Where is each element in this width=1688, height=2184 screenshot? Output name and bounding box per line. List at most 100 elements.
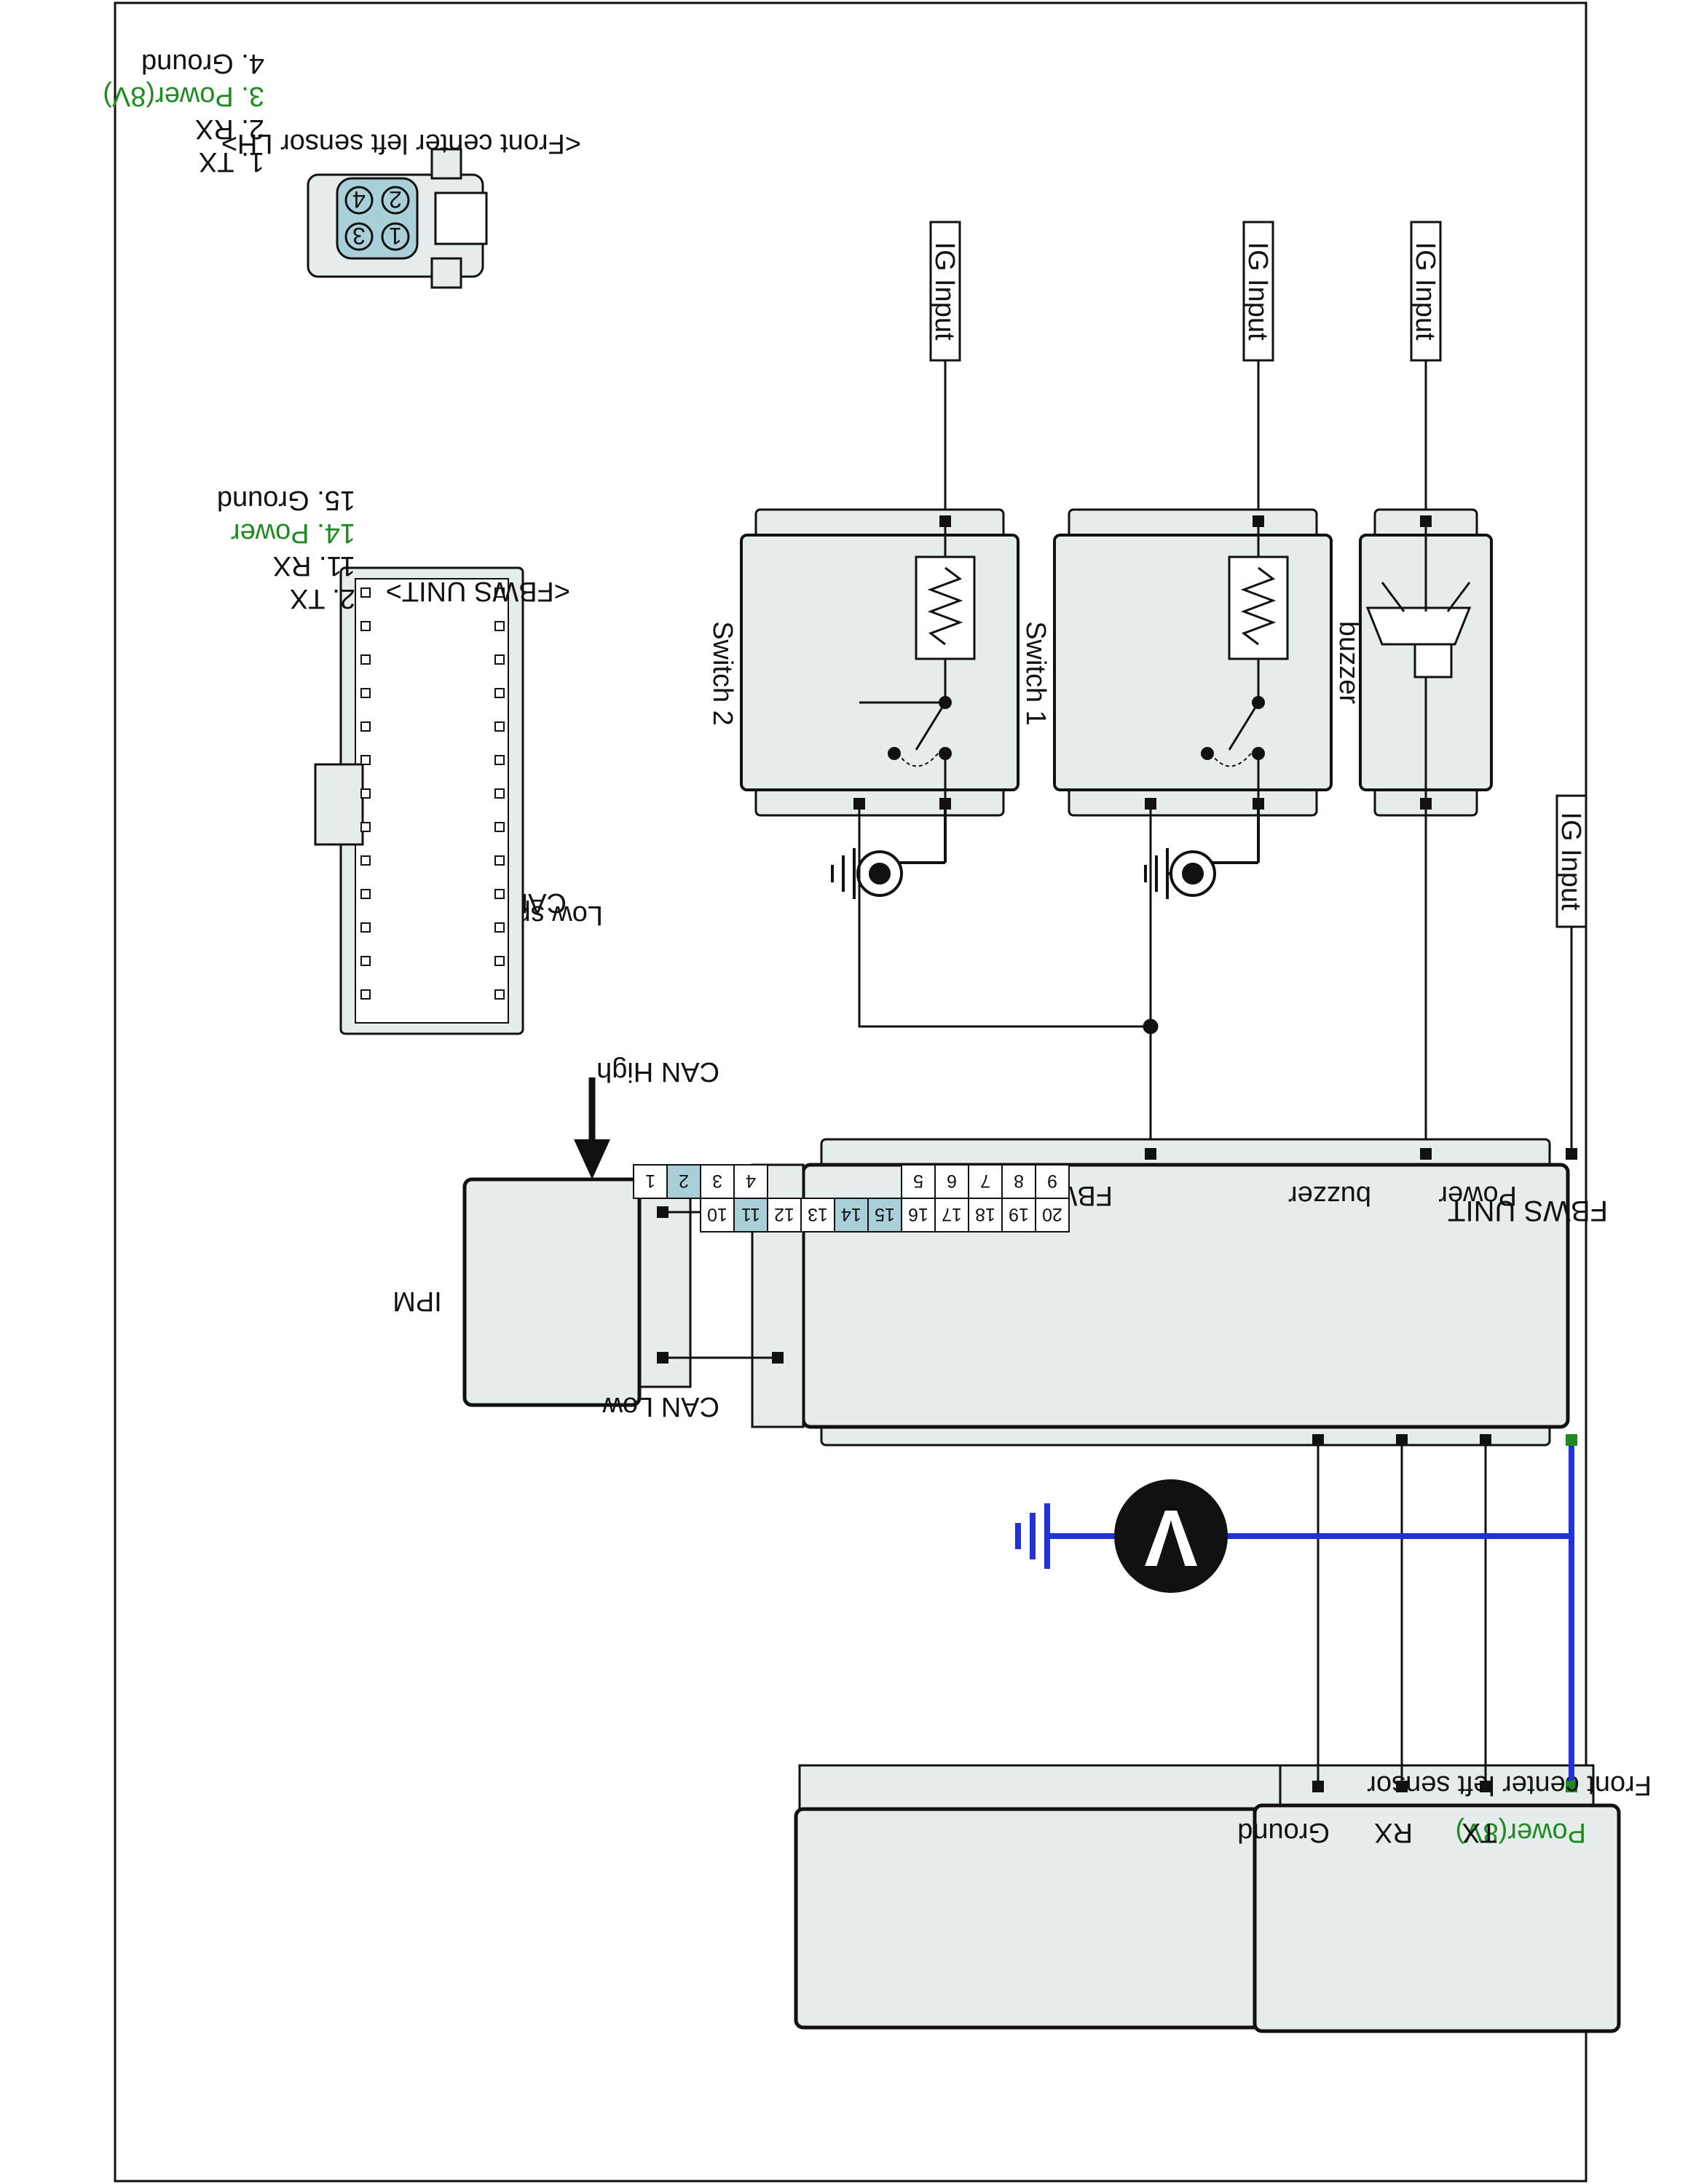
sensor-pin-ground: Ground (1237, 1817, 1330, 1848)
connector-latch (494, 922, 505, 933)
sensor-pin-list-item: 3. Power(8V) (103, 81, 264, 111)
connector-pin-number: 5 (913, 1171, 923, 1191)
connector-latch (360, 788, 371, 799)
sensor-pin-power: Power(8V) (1456, 1817, 1587, 1848)
connector-pin-number: 11 (741, 1204, 760, 1224)
sensor-body: Power(8V) TX RX Ground Front center left… (1237, 1764, 1652, 2033)
connector-latch (360, 989, 371, 1000)
ig-wires (944, 360, 1573, 1154)
fbws-pin-power: Power (1438, 1180, 1517, 1211)
ipm-module: IPM (393, 1177, 692, 1407)
connector-sensor-diagram: 2 1 4 3 (307, 148, 488, 289)
ig-input-label: IG Input (1410, 242, 1440, 341)
sensor-wires (1317, 1446, 1487, 1781)
connector-latch (494, 956, 505, 966)
sensor-pin-tx: TX (1462, 1817, 1497, 1848)
connector-latch (360, 721, 371, 732)
connector-pin-number: 10 (707, 1204, 727, 1224)
fbws-pin-list-item: 2. TX (290, 583, 355, 614)
switch-wires (858, 804, 1427, 1150)
ig-input-label: IG Input (929, 242, 960, 341)
connector-latch (494, 688, 505, 698)
buzzer-component: buzzer (1333, 508, 1493, 817)
connector-latch (494, 755, 505, 765)
connector-pin: 1 (389, 223, 402, 249)
connector-pin-number: 12 (774, 1204, 794, 1224)
can-high-label: CAN High (596, 1056, 719, 1087)
sensor-pin-list-item: 4. Ground (141, 48, 264, 79)
switch2-label: Switch 2 (707, 621, 738, 726)
connector-pin-number: 17 (942, 1204, 962, 1224)
connector-latch (360, 889, 371, 899)
connector-latch (360, 621, 371, 631)
connector-pin: 4 (352, 186, 366, 213)
ground-icon (1144, 804, 1260, 899)
connector-latch (360, 822, 371, 832)
connector-latch (360, 855, 371, 866)
connector-pin-number: 14 (841, 1204, 861, 1224)
page-border (114, 1, 1588, 2183)
connector-latch (494, 822, 505, 832)
fbws-title: FBWS UNIT (1448, 1195, 1608, 1227)
ig-input-label: IG Input (1555, 812, 1586, 911)
sensor-title: Front center left sensor (1367, 1770, 1652, 1800)
connector-sensor-title: <Front center left sensor LH> (221, 128, 581, 159)
connector-pin-number: 4 (746, 1171, 756, 1191)
connector-pin: 3 (352, 223, 366, 249)
connector-pin-cell (633, 1164, 668, 1199)
connector-fbws-title: <FBWS UNIT> (386, 576, 570, 606)
ig-input-buzzer: IG Input (1410, 221, 1442, 362)
connector-pin-number: 19 (1009, 1204, 1029, 1224)
connector-latch (494, 788, 505, 799)
connector-pin-number: 1 (645, 1171, 655, 1191)
connector-pin-number: 13 (808, 1204, 828, 1224)
connector-pin-number: 8 (1014, 1171, 1024, 1191)
connector-pin: 2 (389, 186, 402, 213)
connector-latch (494, 889, 505, 899)
connector-latch (494, 654, 505, 665)
buzzer-label: buzzer (1333, 621, 1364, 704)
connector-pin-number: 20 (1042, 1204, 1062, 1224)
sensor-pin-list-item: 2. RX (195, 114, 264, 144)
connector-latch (494, 855, 505, 866)
connector-pin-number: 6 (947, 1171, 957, 1191)
connector-pin-number: 7 (980, 1171, 990, 1191)
connector-latch (360, 956, 371, 966)
connector-latch (360, 688, 371, 698)
fbws-pin-list-item: 11. RX (273, 550, 355, 581)
power-measure-wire (1193, 1446, 1574, 1781)
ig-input-switch1: IG Input (1242, 221, 1274, 362)
connector-pin-number: 9 (1047, 1171, 1057, 1191)
ground-icon (831, 804, 947, 899)
arrow-icon (574, 1077, 610, 1179)
connector-pin-number: 16 (908, 1204, 928, 1224)
voltmeter-icon: V (1015, 1479, 1228, 1593)
connector-latch (494, 587, 505, 598)
ig-input-power: IG Input (1555, 794, 1588, 928)
ig-input-label: IG Input (1242, 242, 1273, 341)
switch2-component: Switch 2 (707, 508, 1019, 817)
sensor-pin-rx: RX (1374, 1817, 1413, 1848)
voltmeter-symbol: V (1144, 1493, 1197, 1583)
switch1-component: Switch 1 (1020, 508, 1333, 817)
connector-pin-number: 18 (975, 1204, 995, 1224)
sensor-pin-list-item: 1. TX (199, 146, 264, 177)
connector-pin-number: 2 (679, 1171, 689, 1191)
fbws-pin-buzzer: buzzer (1288, 1180, 1371, 1211)
connector-latch (494, 621, 505, 631)
connector-latch (360, 587, 371, 598)
connector-latch (360, 922, 371, 933)
connector-latch (360, 755, 371, 765)
connector-pin-number: 15 (875, 1204, 895, 1224)
ig-input-switch2: IG Input (929, 221, 961, 362)
fbws-unit: Power buzzer FBWS_SW FBWS UNIT (751, 1138, 1608, 1447)
fbws-pin-list-item: 14. Power (231, 518, 355, 548)
can-low-label: CAN Low (602, 1391, 719, 1422)
connector-latch (360, 654, 371, 665)
connector-pin-cell (700, 1198, 735, 1233)
